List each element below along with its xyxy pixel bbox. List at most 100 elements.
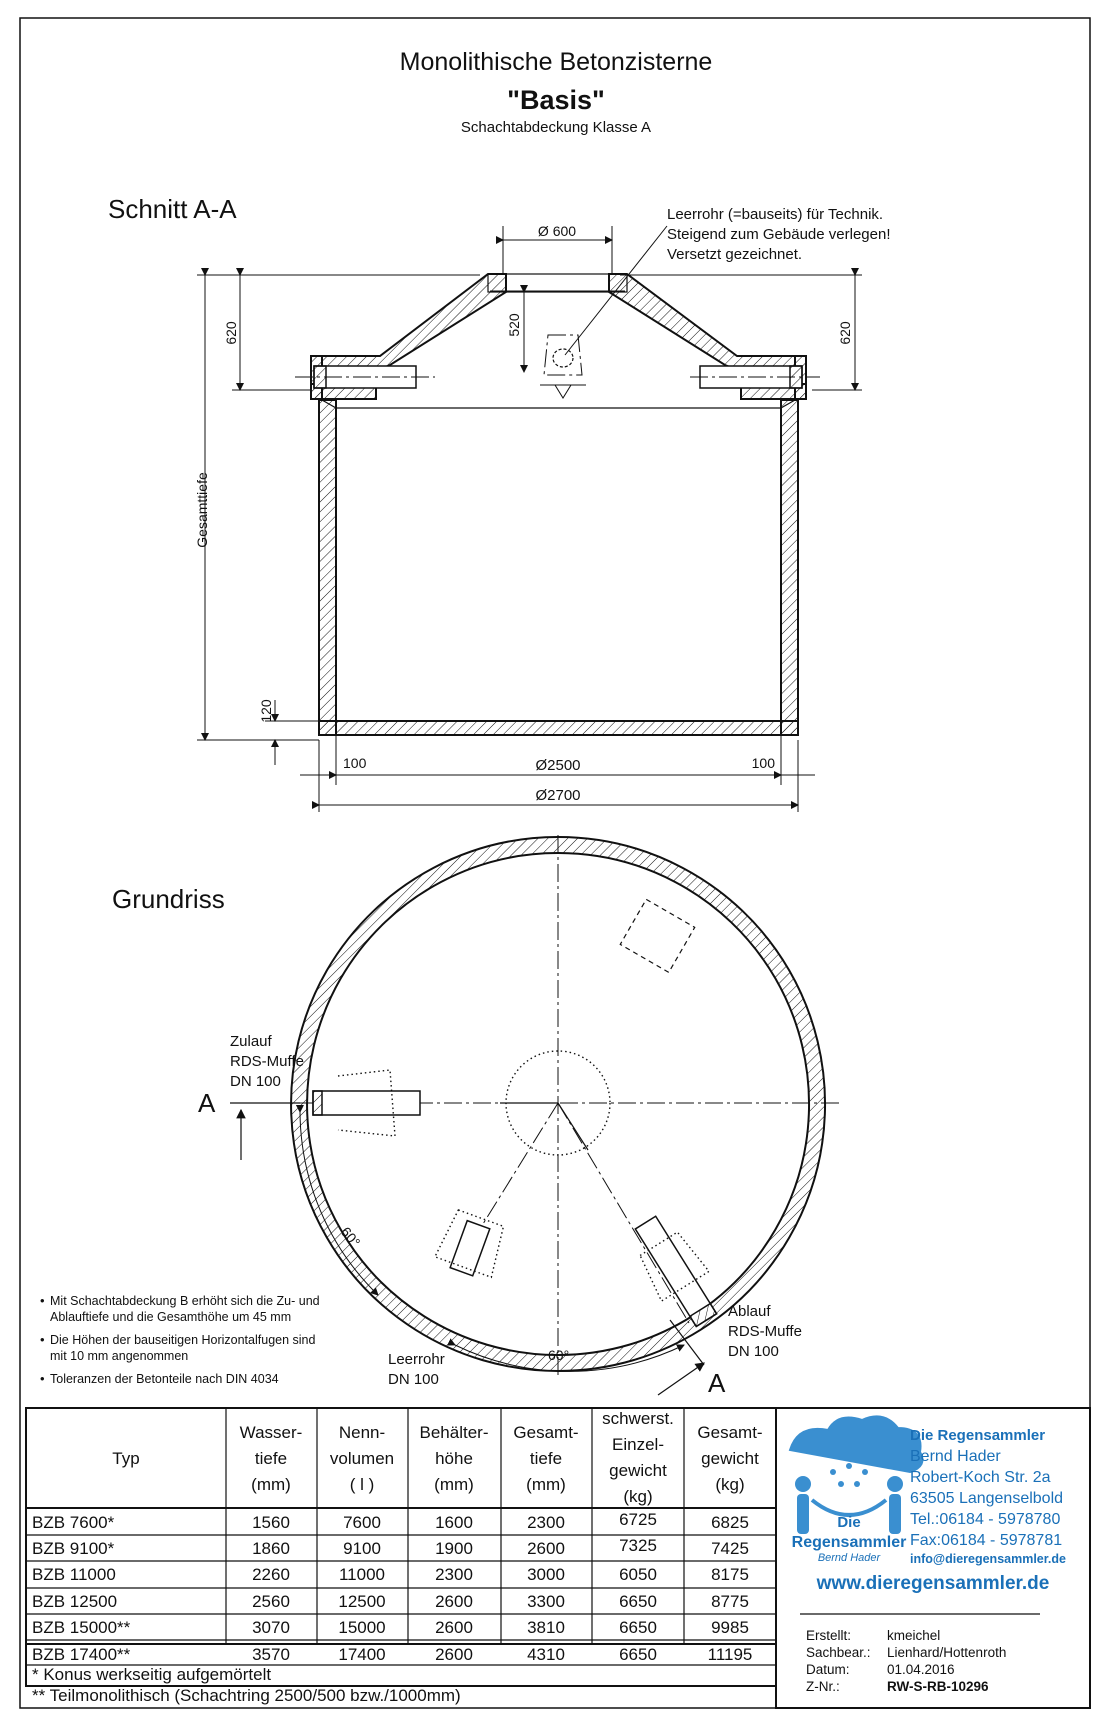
cell-total: 6825 bbox=[711, 1513, 749, 1532]
th-water-1: Wasser- bbox=[240, 1423, 303, 1442]
cone-right bbox=[608, 273, 796, 368]
cell-depth: 2300 bbox=[527, 1513, 565, 1532]
meta-label-date: Datum: bbox=[806, 1662, 850, 1677]
cell-water: 1860 bbox=[252, 1539, 290, 1558]
dim-100-right: 100 bbox=[752, 755, 776, 771]
angle-bottom: 60° bbox=[548, 1347, 569, 1363]
cell-heaviest: 6650 bbox=[619, 1645, 657, 1664]
th-height-3: (mm) bbox=[434, 1475, 474, 1494]
th-total-1: Gesamt- bbox=[697, 1423, 762, 1442]
table-row: BZB 17400** 3570 17400 2600 4310 6650 11… bbox=[32, 1645, 752, 1664]
meta-value-drawing-no: RW-S-RB-10296 bbox=[887, 1679, 989, 1694]
cell-volume: 11000 bbox=[339, 1565, 385, 1584]
dim-120: 120 bbox=[258, 699, 274, 723]
inlet-label-1: Zulauf bbox=[230, 1033, 273, 1050]
dim-inner-diameter: Ø2500 bbox=[535, 757, 580, 774]
company-logo: Die Regensammler Bernd Hader bbox=[788, 1415, 924, 1564]
meta-value-date: 01.04.2016 bbox=[887, 1662, 955, 1677]
sheet-border bbox=[19, 17, 1091, 1709]
cell-type: BZB 12500 bbox=[32, 1592, 117, 1611]
table-row: BZB 11000 2260 11000 2300 3000 6050 8175 bbox=[32, 1565, 749, 1584]
th-heaviest-3: gewicht bbox=[609, 1461, 667, 1480]
cell-type: BZB 17400** bbox=[32, 1645, 131, 1664]
meta-value-editor: Lienhard/Hottenroth bbox=[887, 1645, 1006, 1660]
cell-total: 7425 bbox=[711, 1539, 749, 1558]
svg-text:•: • bbox=[40, 1371, 45, 1386]
empty-pipe-section-icon bbox=[543, 334, 583, 376]
cell-height: 2600 bbox=[435, 1618, 473, 1637]
empty-pipe-label-2: DN 100 bbox=[388, 1371, 439, 1388]
angle-arc-bottom bbox=[446, 1338, 685, 1372]
th-volume-2: volumen bbox=[330, 1449, 394, 1468]
logo-text-owner: Bernd Hader bbox=[818, 1552, 882, 1564]
cell-volume: 9100 bbox=[343, 1539, 381, 1558]
note-1-line-1: Mit Schachtabdeckung B erhöht sich die Z… bbox=[50, 1294, 320, 1308]
plan-label: Grundriss bbox=[112, 884, 225, 914]
footnote-2: ** Teilmonolithisch (Schachtring 2500/50… bbox=[32, 1686, 461, 1705]
cell-volume: 12500 bbox=[338, 1592, 385, 1611]
cell-height: 2600 bbox=[435, 1645, 473, 1664]
plan-view: Grundriss bbox=[112, 835, 840, 1398]
th-type: Typ bbox=[112, 1449, 139, 1468]
title-sub: "Basis" bbox=[507, 85, 605, 115]
section-mark-left: A bbox=[198, 1088, 216, 1118]
cone-left bbox=[321, 273, 507, 368]
note-3-line-1: Toleranzen der Betonteile nach DIN 4034 bbox=[50, 1372, 279, 1386]
th-total-3: (kg) bbox=[715, 1475, 744, 1494]
outlet-label-1: Ablauf bbox=[728, 1303, 771, 1320]
section-label: Schnitt A-A bbox=[108, 194, 237, 224]
logo-text-name: Regensammler bbox=[792, 1534, 907, 1551]
cell-depth: 3300 bbox=[527, 1592, 565, 1611]
note-2-line-1: Die Höhen der bauseitigen Horizontalfuge… bbox=[50, 1333, 315, 1347]
cell-total: 8175 bbox=[711, 1565, 749, 1584]
th-heaviest-1: schwerst. bbox=[602, 1409, 674, 1428]
company-web: www.dieregensammler.de bbox=[816, 1573, 1050, 1594]
company-name: Die Regensammler bbox=[910, 1427, 1045, 1444]
title-main: Monolithische Betonzisterne bbox=[400, 48, 713, 76]
spec-table: Typ Wasser- tiefe (mm) Nenn- volumen ( l… bbox=[25, 1407, 777, 1705]
cell-heaviest: 7325 bbox=[619, 1536, 657, 1555]
cell-type: BZB 11000 bbox=[32, 1565, 116, 1584]
cell-heaviest: 6050 bbox=[619, 1565, 657, 1584]
logo-text-die: Die bbox=[837, 1514, 860, 1531]
cell-heaviest: 6650 bbox=[619, 1618, 657, 1637]
meta-label-drawing-no: Z-Nr.: bbox=[806, 1679, 840, 1694]
th-heaviest-4: (kg) bbox=[623, 1487, 652, 1506]
cell-volume: 17400 bbox=[338, 1645, 385, 1664]
th-water-2: tiefe bbox=[255, 1449, 287, 1468]
outlet-label-2: RDS-Muffe bbox=[728, 1323, 802, 1340]
table-row: BZB 7600* 1560 7600 1600 2300 6725 6825 bbox=[32, 1510, 749, 1532]
dim-left-620: 620 bbox=[223, 321, 239, 345]
svg-text:•: • bbox=[40, 1332, 45, 1347]
note-2-line-2: mit 10 mm angenommen bbox=[50, 1349, 188, 1363]
meta-label-created: Erstellt: bbox=[806, 1628, 851, 1643]
th-height-2: höhe bbox=[435, 1449, 473, 1468]
footnote-1: * Konus werkseitig aufgemörtelt bbox=[32, 1665, 271, 1684]
note-1-line-2: Ablauftiefe und die Gesamthöhe um 45 mm bbox=[50, 1310, 291, 1324]
cell-water: 2560 bbox=[252, 1592, 290, 1611]
th-depth-3: (mm) bbox=[526, 1475, 566, 1494]
pipe-note-line-3: Versetzt gezeichnet. bbox=[667, 246, 802, 263]
pipe-note-line-2: Steigend zum Gebäude verlegen! bbox=[667, 226, 890, 243]
tank-left-wall bbox=[318, 399, 337, 736]
cell-water: 3570 bbox=[252, 1645, 290, 1664]
company-tel: Tel.:06184 - 5978780 bbox=[910, 1511, 1060, 1528]
svg-text:•: • bbox=[40, 1293, 45, 1308]
notes: • Mit Schachtabdeckung B erhöht sich die… bbox=[40, 1293, 320, 1386]
cell-height: 2300 bbox=[435, 1565, 473, 1584]
meta-label-editor: Sachbear.: bbox=[806, 1645, 871, 1660]
th-volume-3: ( l ) bbox=[350, 1475, 375, 1494]
tank-right-wall bbox=[780, 399, 799, 736]
th-heaviest-2: Einzel- bbox=[612, 1435, 664, 1454]
cell-heaviest: 6725 bbox=[619, 1510, 657, 1529]
dim-520: 520 bbox=[506, 313, 522, 337]
inlet-pipe bbox=[312, 1069, 421, 1137]
company-street: Robert-Koch Str. 2a bbox=[910, 1469, 1051, 1486]
angle-arc-left bbox=[295, 1104, 379, 1296]
pipe-note-line-1: Leerrohr (=bauseits) für Technik. bbox=[667, 206, 883, 223]
th-volume-1: Nenn- bbox=[339, 1423, 385, 1442]
th-height-1: Behälter- bbox=[420, 1423, 489, 1442]
dim-outer-diameter: Ø2700 bbox=[535, 787, 580, 804]
th-water-3: (mm) bbox=[251, 1475, 291, 1494]
